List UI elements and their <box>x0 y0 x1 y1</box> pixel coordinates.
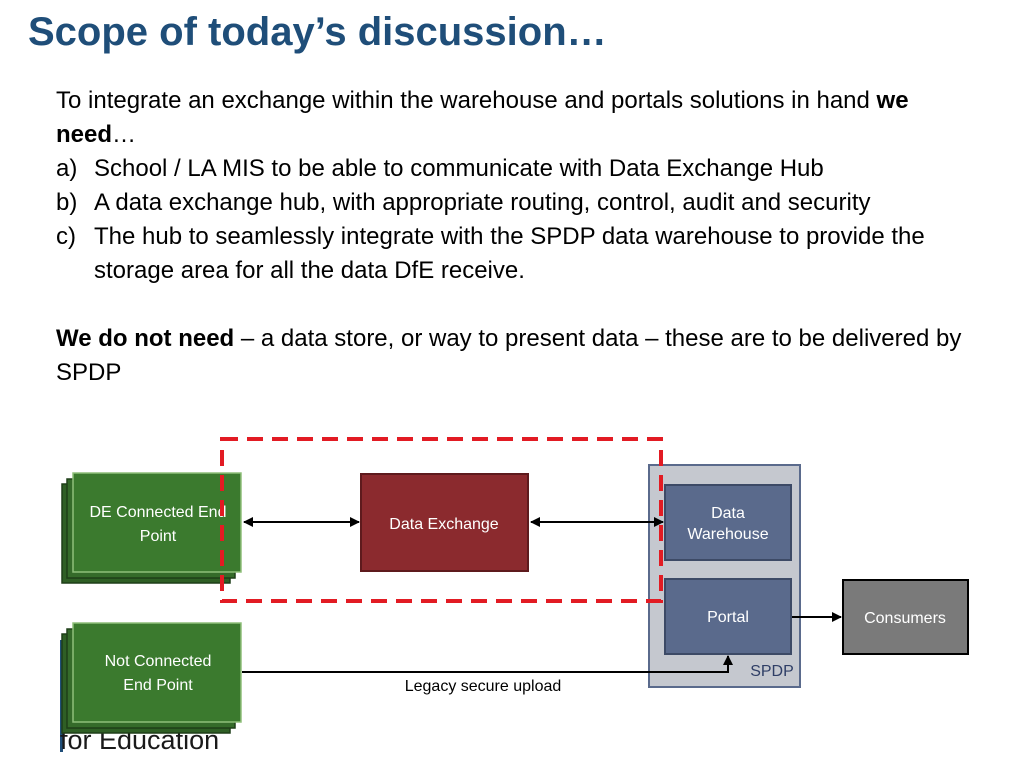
need-text: A data exchange hub, with appropriate ro… <box>94 189 871 216</box>
portal-box <box>664 578 792 655</box>
legacy-upload-label: Legacy secure upload <box>405 678 562 695</box>
not-needed-bold: We do not need <box>56 325 235 352</box>
not-connected-label-line1: Not Connected <box>105 653 212 670</box>
need-item-b: b) A data exchange hub, with appropriate… <box>56 186 976 220</box>
de-connected-label-line1: DE Connected End <box>90 504 227 521</box>
not-needed-text: – a data store, or way to present data –… <box>56 325 962 386</box>
need-marker: b) <box>56 189 78 216</box>
intro-paragraph: To integrate an exchange within the ware… <box>56 84 976 152</box>
need-text: School / LA MIS to be able to communicat… <box>94 155 824 182</box>
data-exchange-box <box>360 473 529 572</box>
spdp-label: SPDP <box>750 663 794 680</box>
not-needed-paragraph: We do not need – a data store, or way to… <box>56 322 976 390</box>
consumers-box <box>842 579 969 655</box>
data-warehouse-label-line1: Data <box>711 505 745 522</box>
need-marker: c) <box>56 223 76 250</box>
slide-body: To integrate an exchange within the ware… <box>56 84 976 390</box>
need-item-c: c) The hub to seamlessly integrate with … <box>56 220 976 288</box>
not-connected-label-line2: End Point <box>123 677 193 694</box>
portal-label: Portal <box>707 609 749 626</box>
intro-tail: … <box>112 121 137 148</box>
intro-text: To integrate an exchange within the ware… <box>56 87 877 114</box>
data-exchange-label: Data Exchange <box>389 516 499 533</box>
slide-title: Scope of today’s discussion… <box>28 10 607 54</box>
de-connected-label-line2: Point <box>140 528 177 545</box>
data-warehouse-label-line2: Warehouse <box>687 526 768 543</box>
need-text: The hub to seamlessly integrate with the… <box>94 223 925 284</box>
arrow-legacy-upload <box>242 655 733 673</box>
de-connected-box <box>72 472 242 573</box>
consumers-label: Consumers <box>864 610 946 627</box>
need-item-a: a) School / LA MIS to be able to communi… <box>56 152 976 186</box>
data-warehouse-box <box>664 484 792 561</box>
intro-bold: we need <box>56 87 909 148</box>
need-marker: a) <box>56 155 78 182</box>
not-connected-box <box>72 622 242 723</box>
